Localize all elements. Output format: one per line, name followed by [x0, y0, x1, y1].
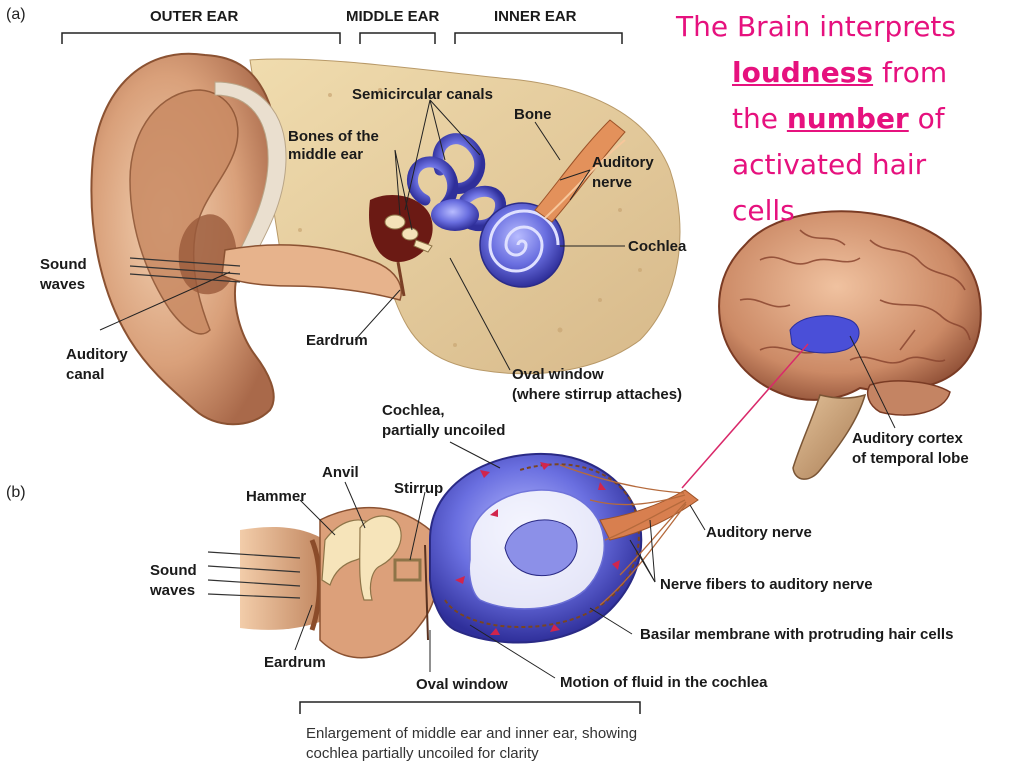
headline-line-2: loudness from	[676, 50, 1021, 96]
label-bones-middle-ear-2: middle ear	[288, 146, 364, 163]
figure-caption: Enlargement of middle ear and inner ear,…	[306, 724, 637, 764]
headline-line-5: cells	[732, 194, 795, 227]
label-sound-waves-a-2: waves	[40, 276, 86, 293]
leader-lines-b	[294, 441, 706, 679]
brain	[718, 210, 982, 401]
label-auditory-nerve-a-1: Auditory	[592, 154, 654, 171]
ossicles-b	[321, 515, 422, 601]
caption-bracket	[299, 701, 641, 714]
label-cochlea-uncoiled-1: Cochlea,	[382, 402, 445, 419]
section-inner-ear: INNER EAR	[494, 8, 577, 25]
sound-wave-arrows-a	[129, 257, 241, 283]
label-auditory-canal-1: Auditory	[66, 346, 128, 363]
brainstem	[792, 393, 867, 480]
label-eardrum-b: Eardrum	[264, 654, 326, 671]
cerebellum	[867, 380, 951, 416]
label-cochlea-uncoiled-2: partially uncoiled	[382, 422, 506, 439]
vestibule	[431, 199, 479, 231]
headline-number: number	[786, 102, 909, 135]
headline-loudness: loudness	[732, 56, 874, 89]
headline-from: from	[873, 56, 948, 89]
ear-canal	[221, 244, 402, 301]
fluid-arrows	[455, 462, 620, 635]
cochlea-a	[479, 202, 565, 288]
section-brackets	[61, 32, 623, 44]
caption-line-1: Enlargement of middle ear and inner ear,…	[306, 725, 638, 742]
label-auditory-nerve-b: Auditory nerve	[706, 524, 812, 541]
panel-a-marker: (a)	[6, 6, 26, 23]
nerve-to-brain-line	[681, 343, 809, 489]
nerve-fibers-b	[559, 464, 687, 606]
headline-line-4: activated hair	[732, 148, 927, 181]
label-eardrum-a: Eardrum	[306, 332, 368, 349]
sound-wave-arrows-b	[207, 551, 301, 599]
auditory-nerve-b	[599, 489, 699, 541]
label-semicircular-canals: Semicircular canals	[352, 86, 493, 103]
label-stirrup: Stirrup	[394, 480, 444, 497]
headline: The Brain interprets loudness from the n…	[676, 4, 1021, 234]
eardrum-a	[396, 261, 406, 297]
section-outer-ear: OUTER EAR	[150, 8, 239, 25]
label-bone: Bone	[514, 106, 552, 123]
label-oval-window-a-2: (where stirrup attaches)	[512, 386, 683, 403]
ossicles-a	[384, 214, 433, 253]
label-sound-waves-b-2: waves	[150, 582, 196, 599]
label-auditory-canal-2: canal	[66, 366, 105, 383]
label-motion-of-fluid: Motion of fluid in the cochlea	[560, 674, 768, 691]
pinna-inner-fold	[129, 89, 239, 335]
label-hammer: Hammer	[246, 488, 307, 505]
headline-line-1: The Brain interprets	[676, 10, 956, 43]
headline-line-3: the number of	[676, 96, 1021, 142]
auditory-cortex-region	[789, 315, 860, 354]
label-anvil: Anvil	[322, 464, 359, 481]
oval-window-b	[424, 544, 429, 641]
label-basilar-membrane: Basilar membrane with protruding hair ce…	[640, 626, 954, 643]
basilar-membrane-line	[444, 463, 640, 629]
label-sound-waves-b-1: Sound	[150, 562, 197, 579]
label-nerve-fibers: Nerve fibers to auditory nerve	[660, 576, 873, 593]
label-cochlea-a: Cochlea	[628, 238, 687, 255]
label-sound-waves-a-1: Sound	[40, 256, 87, 273]
headline-the: the	[732, 102, 787, 135]
caption-line-2: cochlea partially uncoiled for clarity	[306, 745, 539, 762]
anvil-bone	[359, 515, 402, 601]
cochlea-inner-tube	[504, 519, 578, 577]
label-auditory-cortex-1: Auditory cortex	[852, 430, 963, 447]
brain-gyri	[739, 229, 971, 364]
ear-canal-b	[240, 527, 325, 630]
cortex-leader	[849, 335, 896, 429]
label-bones-middle-ear-1: Bones of the	[288, 128, 379, 145]
section-middle-ear: MIDDLE EAR	[346, 8, 440, 25]
label-oval-window-a-1: Oval window	[512, 366, 604, 383]
headline-of: of	[908, 102, 945, 135]
stirrup-bone	[393, 558, 422, 582]
label-auditory-cortex-2: of temporal lobe	[852, 450, 969, 467]
panel-b-marker: (b)	[6, 484, 26, 501]
label-auditory-nerve-a-2: nerve	[592, 174, 633, 191]
leader-lines-a	[99, 99, 625, 371]
label-oval-window-b: Oval window	[416, 676, 508, 693]
